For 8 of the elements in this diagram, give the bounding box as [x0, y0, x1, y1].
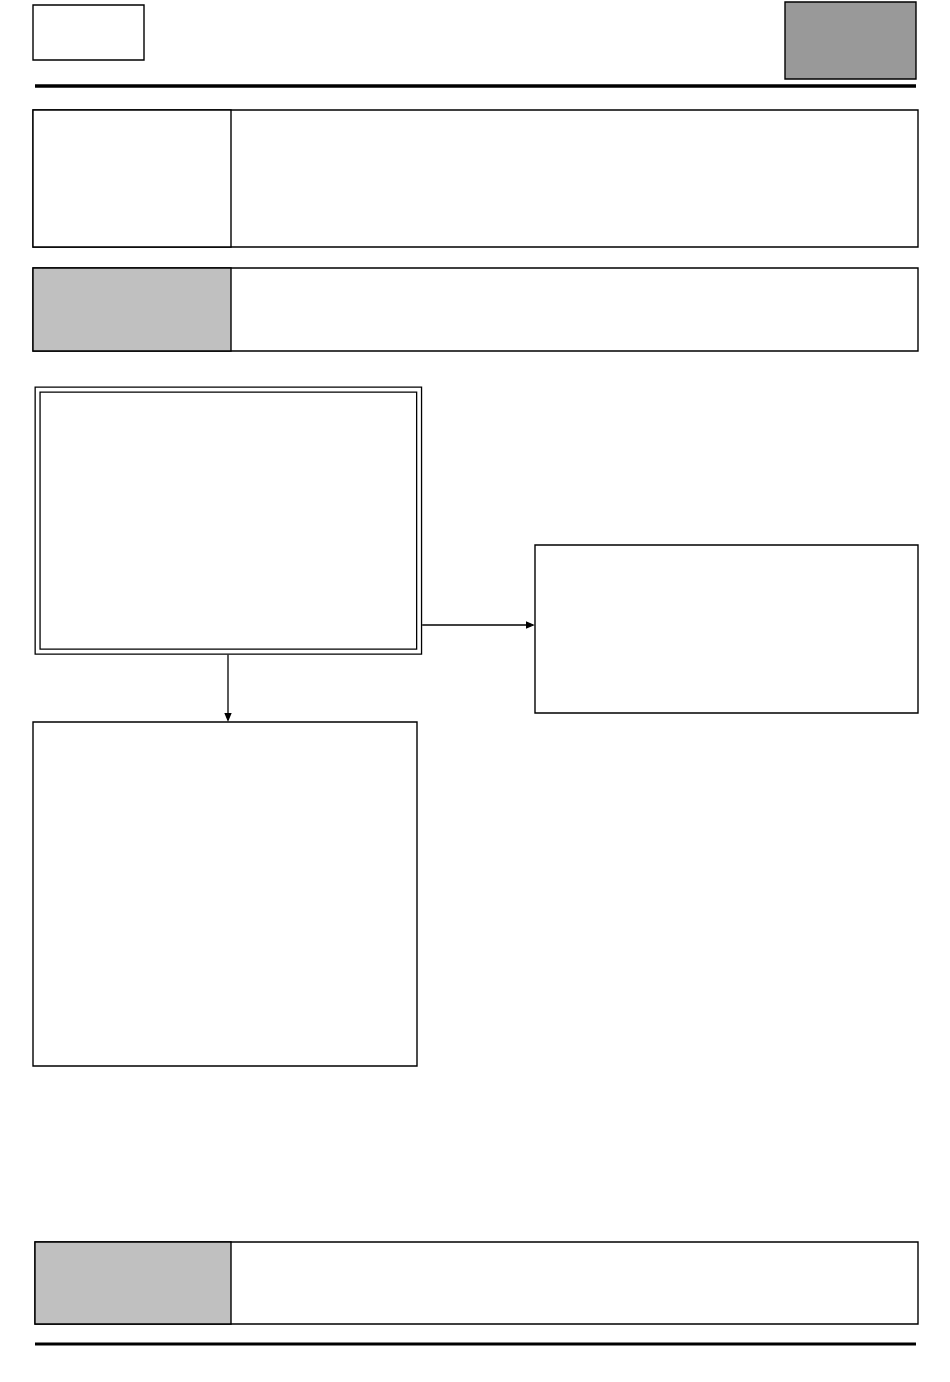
row-header-cell	[32, 109, 232, 248]
header-box	[32, 4, 145, 61]
process-box	[32, 721, 418, 1067]
double-border-box	[34, 386, 423, 655]
shaded-box	[784, 1, 917, 80]
process-box	[534, 544, 919, 714]
row-header-cell	[32, 267, 232, 352]
row-header-cell	[34, 1241, 232, 1325]
